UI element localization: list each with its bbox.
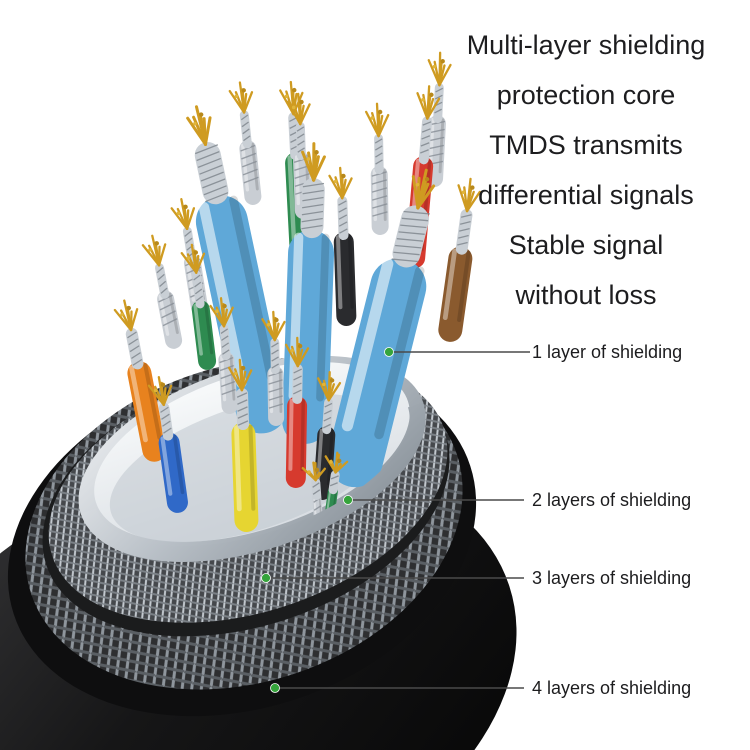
headline-line: without loss xyxy=(515,280,657,310)
wire-green xyxy=(180,243,217,370)
wire-blue xyxy=(186,105,288,434)
headline-line: differential signals xyxy=(478,180,694,210)
headline-line: TMDS transmits xyxy=(489,130,683,160)
label-2-layers-shielding: 2 layers of shielding xyxy=(532,490,692,510)
label-3-layers-shielding: 3 layers of shielding xyxy=(532,568,692,588)
headline: Multi-layer shielding protection core TM… xyxy=(430,20,742,320)
front-rim xyxy=(78,392,426,562)
wire-black xyxy=(328,166,357,326)
headline-line: Stable signal xyxy=(508,230,664,260)
wires-layer xyxy=(113,51,481,532)
wire-silver xyxy=(261,310,286,426)
headline-line: Multi-layer shielding xyxy=(466,30,706,60)
label-4-layers-shielding: 4 layers of shielding xyxy=(532,678,692,698)
wire-red xyxy=(284,336,310,488)
annotation-dot-1 xyxy=(384,347,394,357)
label-1-layer-shielding: 1 layer of shielding xyxy=(532,342,683,362)
wire-silver xyxy=(209,297,238,414)
wire-silver xyxy=(228,81,262,205)
wire-bluedark xyxy=(147,376,188,513)
annotation-dot-2 xyxy=(343,495,353,505)
wire-silver xyxy=(364,102,390,235)
wire-brown xyxy=(438,177,481,342)
annotation-lines xyxy=(261,347,530,693)
wire-yellow xyxy=(227,358,259,532)
wire-silver xyxy=(141,234,183,349)
wire-orange xyxy=(113,299,167,462)
annotation-dot-3 xyxy=(261,573,271,583)
wire-blue xyxy=(327,168,436,488)
annotation-dot-4 xyxy=(270,683,280,693)
headline-line: protection core xyxy=(496,80,676,110)
